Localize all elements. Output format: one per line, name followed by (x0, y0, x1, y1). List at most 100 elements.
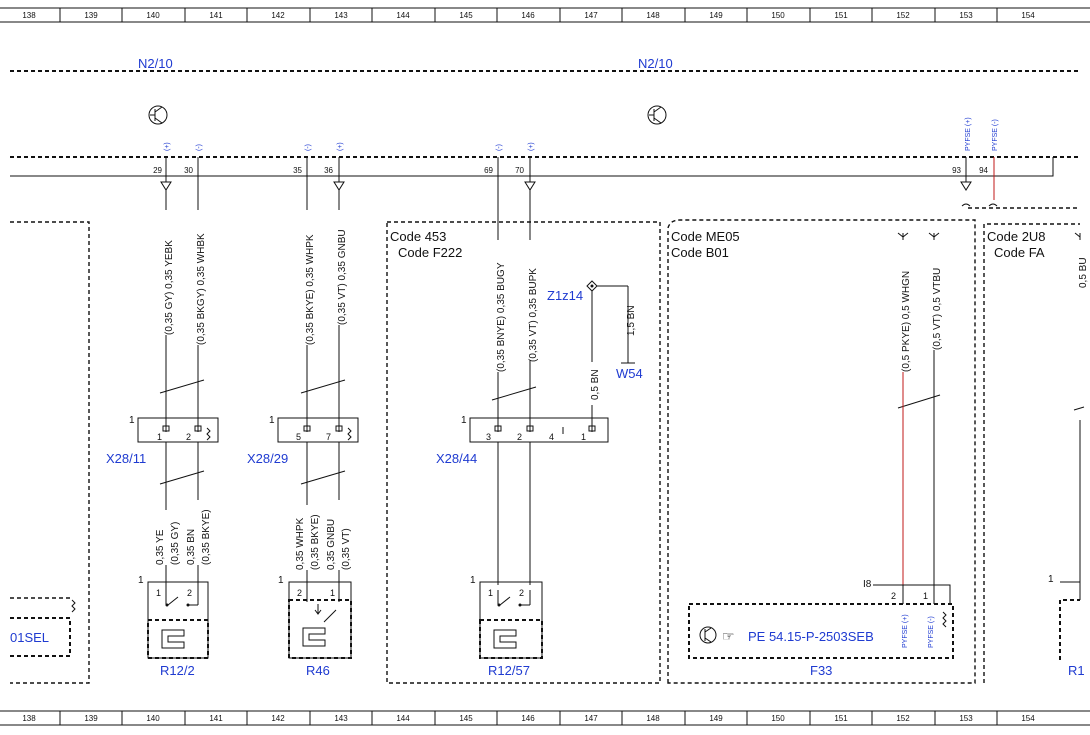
grid-col: 151 (834, 714, 848, 723)
code-label: Code 453 (390, 229, 446, 244)
grid-col: 139 (84, 11, 98, 20)
component-right-cut (1059, 420, 1081, 660)
pin-number: 1 (330, 588, 335, 598)
grid-col: 154 (1021, 11, 1035, 20)
pin-number: 2 (187, 588, 192, 598)
component-left-cut (10, 597, 76, 657)
splice-label: Z1z14 (547, 288, 583, 303)
pin-number: 5 (296, 432, 301, 442)
connector-label: X28/44 (436, 451, 477, 466)
pin-sign: (+) (164, 142, 171, 151)
connector-label: X28/29 (247, 451, 288, 466)
pin-number: 2 (519, 588, 524, 598)
wire-label: (0,35 BNYE) 0,35 BUGY (496, 262, 507, 372)
pin-number: 1 (157, 432, 162, 442)
connector-num: 1 (129, 415, 135, 426)
grid-col: 140 (146, 714, 160, 723)
component-label: R12/2 (160, 663, 195, 678)
wire-label: (0,5 PKYE) 0,5 WHGN (901, 271, 912, 372)
transistor-icon (148, 105, 168, 125)
connector-x28-11 (137, 417, 219, 443)
grid-col: 138 (22, 714, 36, 723)
wire-label: 0,35 BN (186, 529, 197, 565)
pin-number: 2 (517, 432, 522, 442)
pin-sign: (-) (496, 144, 503, 151)
wire-label: (0,35 GY) 0,35 YEBK (164, 240, 175, 335)
pin-number: 35 (293, 166, 302, 175)
pin-number: 70 (515, 166, 524, 175)
pin-number: 30 (184, 166, 193, 175)
component-num: 1 (1048, 574, 1054, 585)
wire-label: 0,5 BU (1078, 257, 1089, 288)
grid-header-bottom: 138 139 140 141 142 143 144 145 146 147 … (0, 710, 1090, 726)
grid-col: 153 (959, 714, 973, 723)
grid-col: 150 (771, 714, 785, 723)
grid-col: 140 (146, 11, 160, 20)
pin-number: 1 (488, 588, 493, 598)
grid-col: 148 (646, 11, 660, 20)
connector-x28-44 (469, 417, 609, 443)
wire-label: (0,35 VT) 0,35 BUPK (528, 268, 539, 362)
grid-col: 145 (459, 11, 473, 20)
module-label: N2/10 (138, 56, 173, 71)
pin-number: 1 (156, 588, 161, 598)
grid-col: 146 (521, 11, 535, 20)
component-label: F33 (810, 663, 832, 678)
wire-label: (0,35 BKYE) (201, 509, 212, 565)
pin-number: 94 (979, 166, 988, 175)
grid-col: 146 (521, 714, 535, 723)
component-label: 01SEL (10, 630, 49, 645)
code-label: Code 2U8 (987, 229, 1046, 244)
grid-col: 142 (271, 714, 285, 723)
wire-label: 1,5 BN (626, 305, 637, 336)
region-left (10, 221, 90, 684)
code-label: Code ME05 (671, 229, 740, 244)
grid-col: 148 (646, 714, 660, 723)
grid-col: 144 (396, 714, 410, 723)
component-num: I8 (863, 579, 872, 590)
pin-number: 93 (952, 166, 961, 175)
wire-label: (0,35 GY) (170, 522, 181, 565)
code-label: Code B01 (671, 245, 729, 260)
reference-pointer-icon: ☞ (722, 628, 735, 644)
pin-number: 2 (891, 591, 896, 601)
pin-sign: (+) (337, 142, 344, 151)
component-r46 (288, 581, 352, 659)
pin-number: 2 (297, 588, 302, 598)
region-code-2u8 (983, 223, 1080, 683)
transistor-icon (647, 105, 667, 125)
component-r12-2 (147, 581, 209, 659)
break-mark (988, 203, 998, 207)
module-label: N2/10 (638, 56, 673, 71)
wire-label: (0,35 VT) (341, 528, 352, 570)
wire-label: (0,35 BKGY) 0,35 WHBK (196, 233, 207, 345)
connector-num: 1 (269, 415, 275, 426)
wire-label: (0,35 BKYE) 0,35 WHPK (305, 234, 316, 345)
break-mark (961, 203, 971, 207)
wire-label: (0,35 BKYE) (310, 514, 321, 570)
grid-col: 147 (584, 11, 598, 20)
wire-label: 0,5 BN (590, 369, 601, 400)
grid-col: 144 (396, 11, 410, 20)
grid-col: 147 (584, 714, 598, 723)
wire-label: 0,35 GNBU (326, 519, 337, 570)
wire-label: 0,35 WHPK (295, 517, 306, 570)
pin-number: 69 (484, 166, 493, 175)
connector-num: 1 (461, 415, 467, 426)
pin-number: 4 (549, 432, 554, 442)
grid-col: 142 (271, 11, 285, 20)
grid-col: 154 (1021, 714, 1035, 723)
pin-number: 1 (581, 432, 586, 442)
splice-z1z14 (586, 280, 635, 420)
grid-col: 150 (771, 11, 785, 20)
grid-col: 149 (709, 11, 723, 20)
pin-number: 2 (186, 432, 191, 442)
grid-col: 141 (209, 714, 223, 723)
reference-link[interactable]: PE 54.15-P-2503SEB (748, 629, 874, 644)
connector-x28-29 (277, 417, 359, 443)
code-label: Code FA (994, 245, 1045, 260)
grid-col: 151 (834, 11, 848, 20)
region-code-me05 (667, 219, 976, 684)
pin-sign: (-) (305, 144, 312, 151)
